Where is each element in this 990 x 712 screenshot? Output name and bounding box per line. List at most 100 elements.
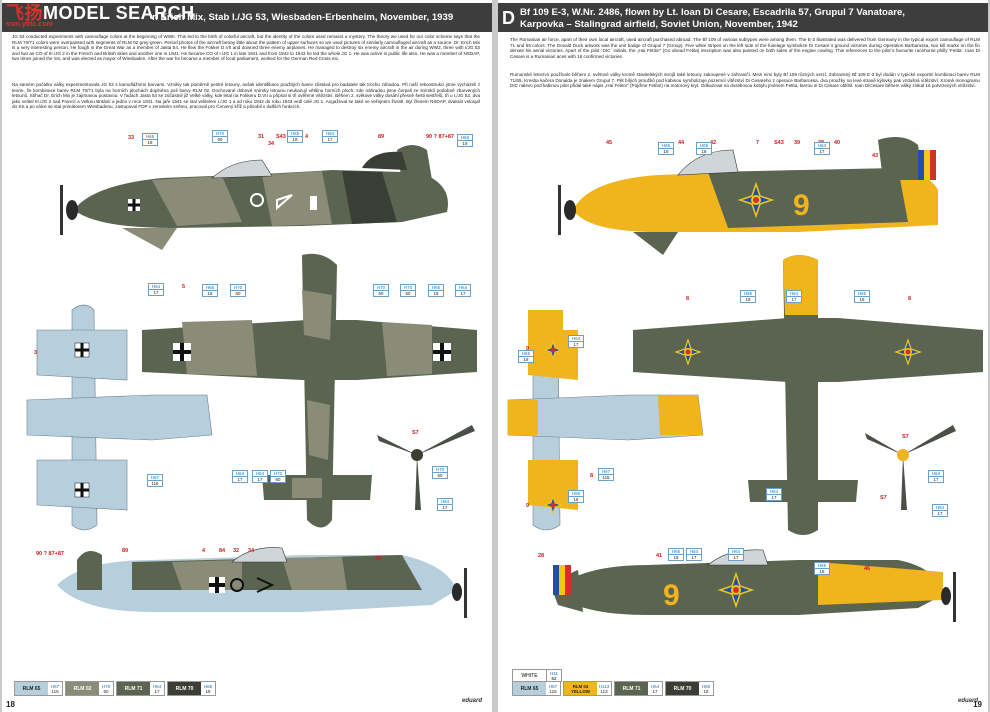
brand-logo: eduard	[957, 698, 978, 704]
callout: S7	[902, 434, 909, 440]
callout: 46	[864, 566, 871, 572]
callout: 34	[248, 548, 255, 554]
callout: 90 ? 87+87	[36, 551, 64, 557]
side-view-top: 9	[558, 136, 938, 255]
right-title-bar: D Bf 109 E-3, W.Nr. 2486, flown by Lt. I…	[498, 3, 988, 32]
callout: 34	[268, 141, 275, 147]
callout: 9	[526, 346, 530, 352]
callout: 39	[794, 140, 801, 146]
left-page: 飞扬MODEL SEARCH ssm.ytltc.com r. Erich Mi…	[2, 0, 492, 712]
callout: 84	[219, 548, 226, 554]
callout: 8	[908, 296, 912, 302]
right-text-en: The Romanian air force, apart of their o…	[510, 37, 980, 59]
top-view	[633, 255, 983, 535]
callout: S7	[412, 430, 419, 436]
callout: 90 ? 87+87	[426, 134, 454, 140]
side-view-bottom	[57, 547, 467, 618]
callout: 28	[538, 553, 545, 559]
callout: 31	[258, 134, 265, 140]
left-title-bar: 飞扬MODEL SEARCH ssm.ytltc.com r. Erich Mi…	[2, 3, 492, 32]
callout: S43	[276, 134, 286, 140]
right-title: Bf 109 E-3, W.Nr. 2486, flown by Lt. Ioa…	[520, 7, 905, 30]
callout: 89	[122, 548, 129, 554]
top-view	[142, 253, 477, 528]
callout: 44	[678, 140, 685, 146]
callout: S7	[880, 495, 887, 501]
callout: 8	[590, 473, 594, 479]
profile-letter: D	[502, 8, 515, 28]
underside-view	[507, 310, 704, 531]
callout: 3	[34, 350, 38, 356]
callout: 4	[305, 134, 309, 140]
left-title: r. Erich Mix, Stab I./JG 53, Wiesbaden-E…	[152, 12, 454, 23]
callout: 5	[182, 284, 186, 290]
page-number: 19	[973, 700, 982, 709]
fuselage-number-top: 9	[793, 189, 810, 222]
propeller-front-view	[865, 425, 956, 510]
right-text-cz: Rumunské letectvo používalo během 2. svě…	[510, 72, 980, 89]
side-view-top	[60, 145, 448, 250]
page-number: 18	[6, 700, 15, 709]
callout: 7	[756, 140, 760, 146]
callout: 41	[656, 553, 663, 559]
fuselage-number-bottom: 9	[663, 579, 680, 612]
callout: 40	[834, 140, 841, 146]
underside-view	[26, 304, 213, 531]
callout: 4	[202, 548, 206, 554]
right-page: D Bf 109 E-3, W.Nr. 2486, flown by Lt. I…	[498, 0, 988, 712]
callout: 43	[872, 153, 879, 159]
callout: 8	[686, 296, 690, 302]
callout: 33	[375, 556, 382, 562]
callout: 33	[128, 135, 135, 141]
callout: 45	[606, 140, 613, 146]
brand-logo: eduard	[461, 698, 482, 704]
callout: S43	[774, 140, 784, 146]
left-text-en: JG 53 conducted experiments with camoufl…	[12, 34, 480, 62]
callout: 32	[233, 548, 240, 554]
left-aircraft-drawings	[26, 145, 477, 618]
side-view-bottom: 9	[553, 549, 956, 622]
callout: 9	[526, 503, 530, 509]
left-text-cz: Na samém počátku války experimentovala J…	[12, 82, 480, 110]
callout: 89	[378, 134, 385, 140]
watermark-logo: 飞扬MODEL SEARCH	[6, 3, 195, 23]
